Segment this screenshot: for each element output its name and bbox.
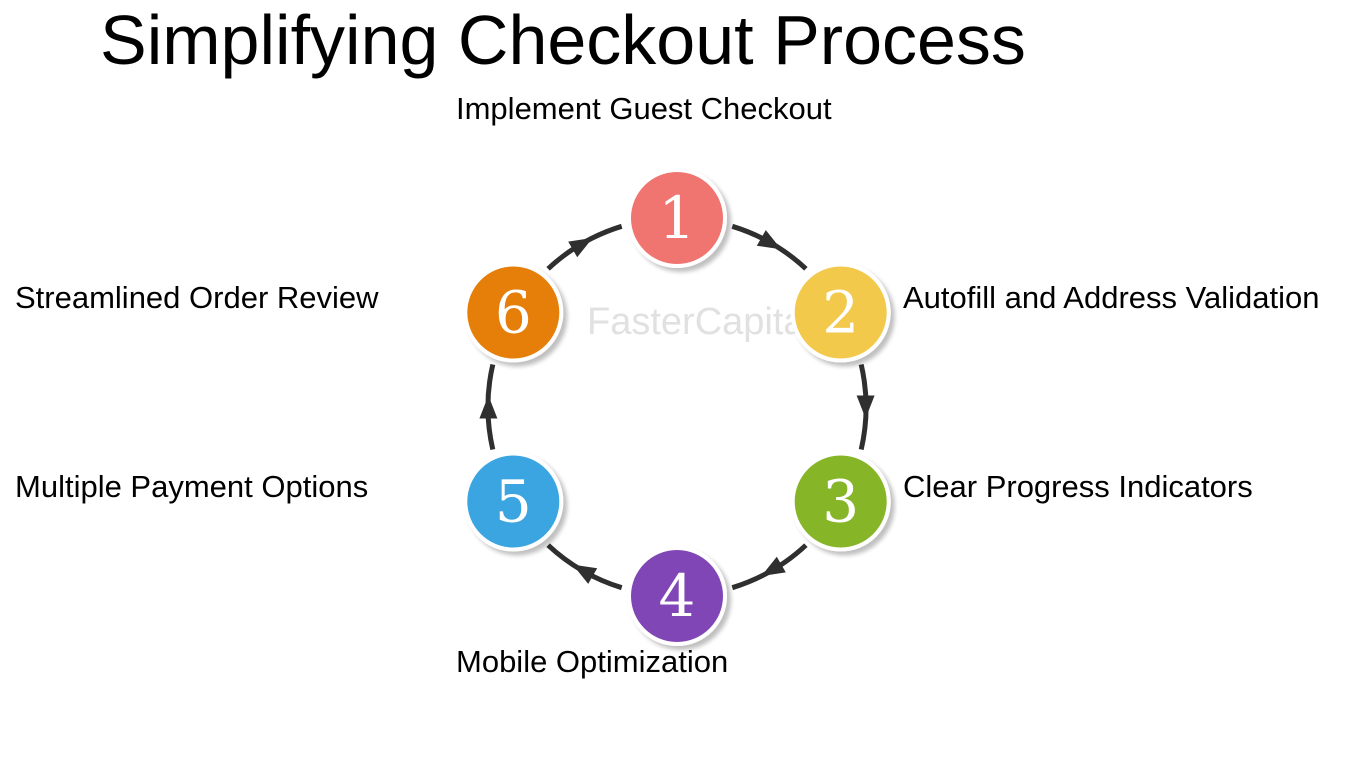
step-4-number: 4 <box>659 562 696 630</box>
cycle-arrows <box>479 223 875 591</box>
step-5-node: 5 <box>463 451 564 552</box>
watermark-text: FasterCapital <box>587 301 813 343</box>
step-nodes: 1 2 3 4 5 6 <box>463 168 891 646</box>
step-3-node: 3 <box>790 451 891 552</box>
step-2-label: Autofill and Address Validation <box>903 280 1320 315</box>
step-3-number: 3 <box>822 468 859 536</box>
step-5-number: 5 <box>495 468 532 536</box>
cycle-arrowhead-1 <box>756 230 782 250</box>
step-3-label: Clear Progress Indicators <box>903 469 1253 504</box>
step-6-number: 6 <box>495 279 532 347</box>
step-2-number: 2 <box>822 279 859 347</box>
step-1-number: 1 <box>659 184 696 252</box>
step-1-circle <box>631 172 723 264</box>
step-2-circle <box>794 266 887 359</box>
step-3-circle <box>794 455 887 548</box>
step-4-node: 4 <box>627 546 727 646</box>
cycle-arrowhead-3 <box>761 556 786 577</box>
cycle-arrowhead-6 <box>568 237 593 258</box>
step-6-label: Streamlined Order Review <box>15 280 379 315</box>
step-4-circle <box>631 550 723 642</box>
step-2-node: 2 <box>790 262 891 363</box>
step-5-label: Multiple Payment Options <box>15 469 369 504</box>
cycle-arrowhead-2 <box>856 395 875 419</box>
step-6-circle <box>467 266 560 359</box>
page-title: Simplifying Checkout Process <box>100 1 1026 79</box>
cycle-arrowhead-4 <box>572 564 598 584</box>
step-6-node: 6 <box>463 262 564 363</box>
step-4-label: Mobile Optimization <box>456 644 729 679</box>
step-1-label: Implement Guest Checkout <box>456 91 832 126</box>
step-5-circle <box>467 455 560 548</box>
step-1-node: 1 <box>627 168 727 268</box>
cycle-arrowhead-5 <box>479 395 498 419</box>
